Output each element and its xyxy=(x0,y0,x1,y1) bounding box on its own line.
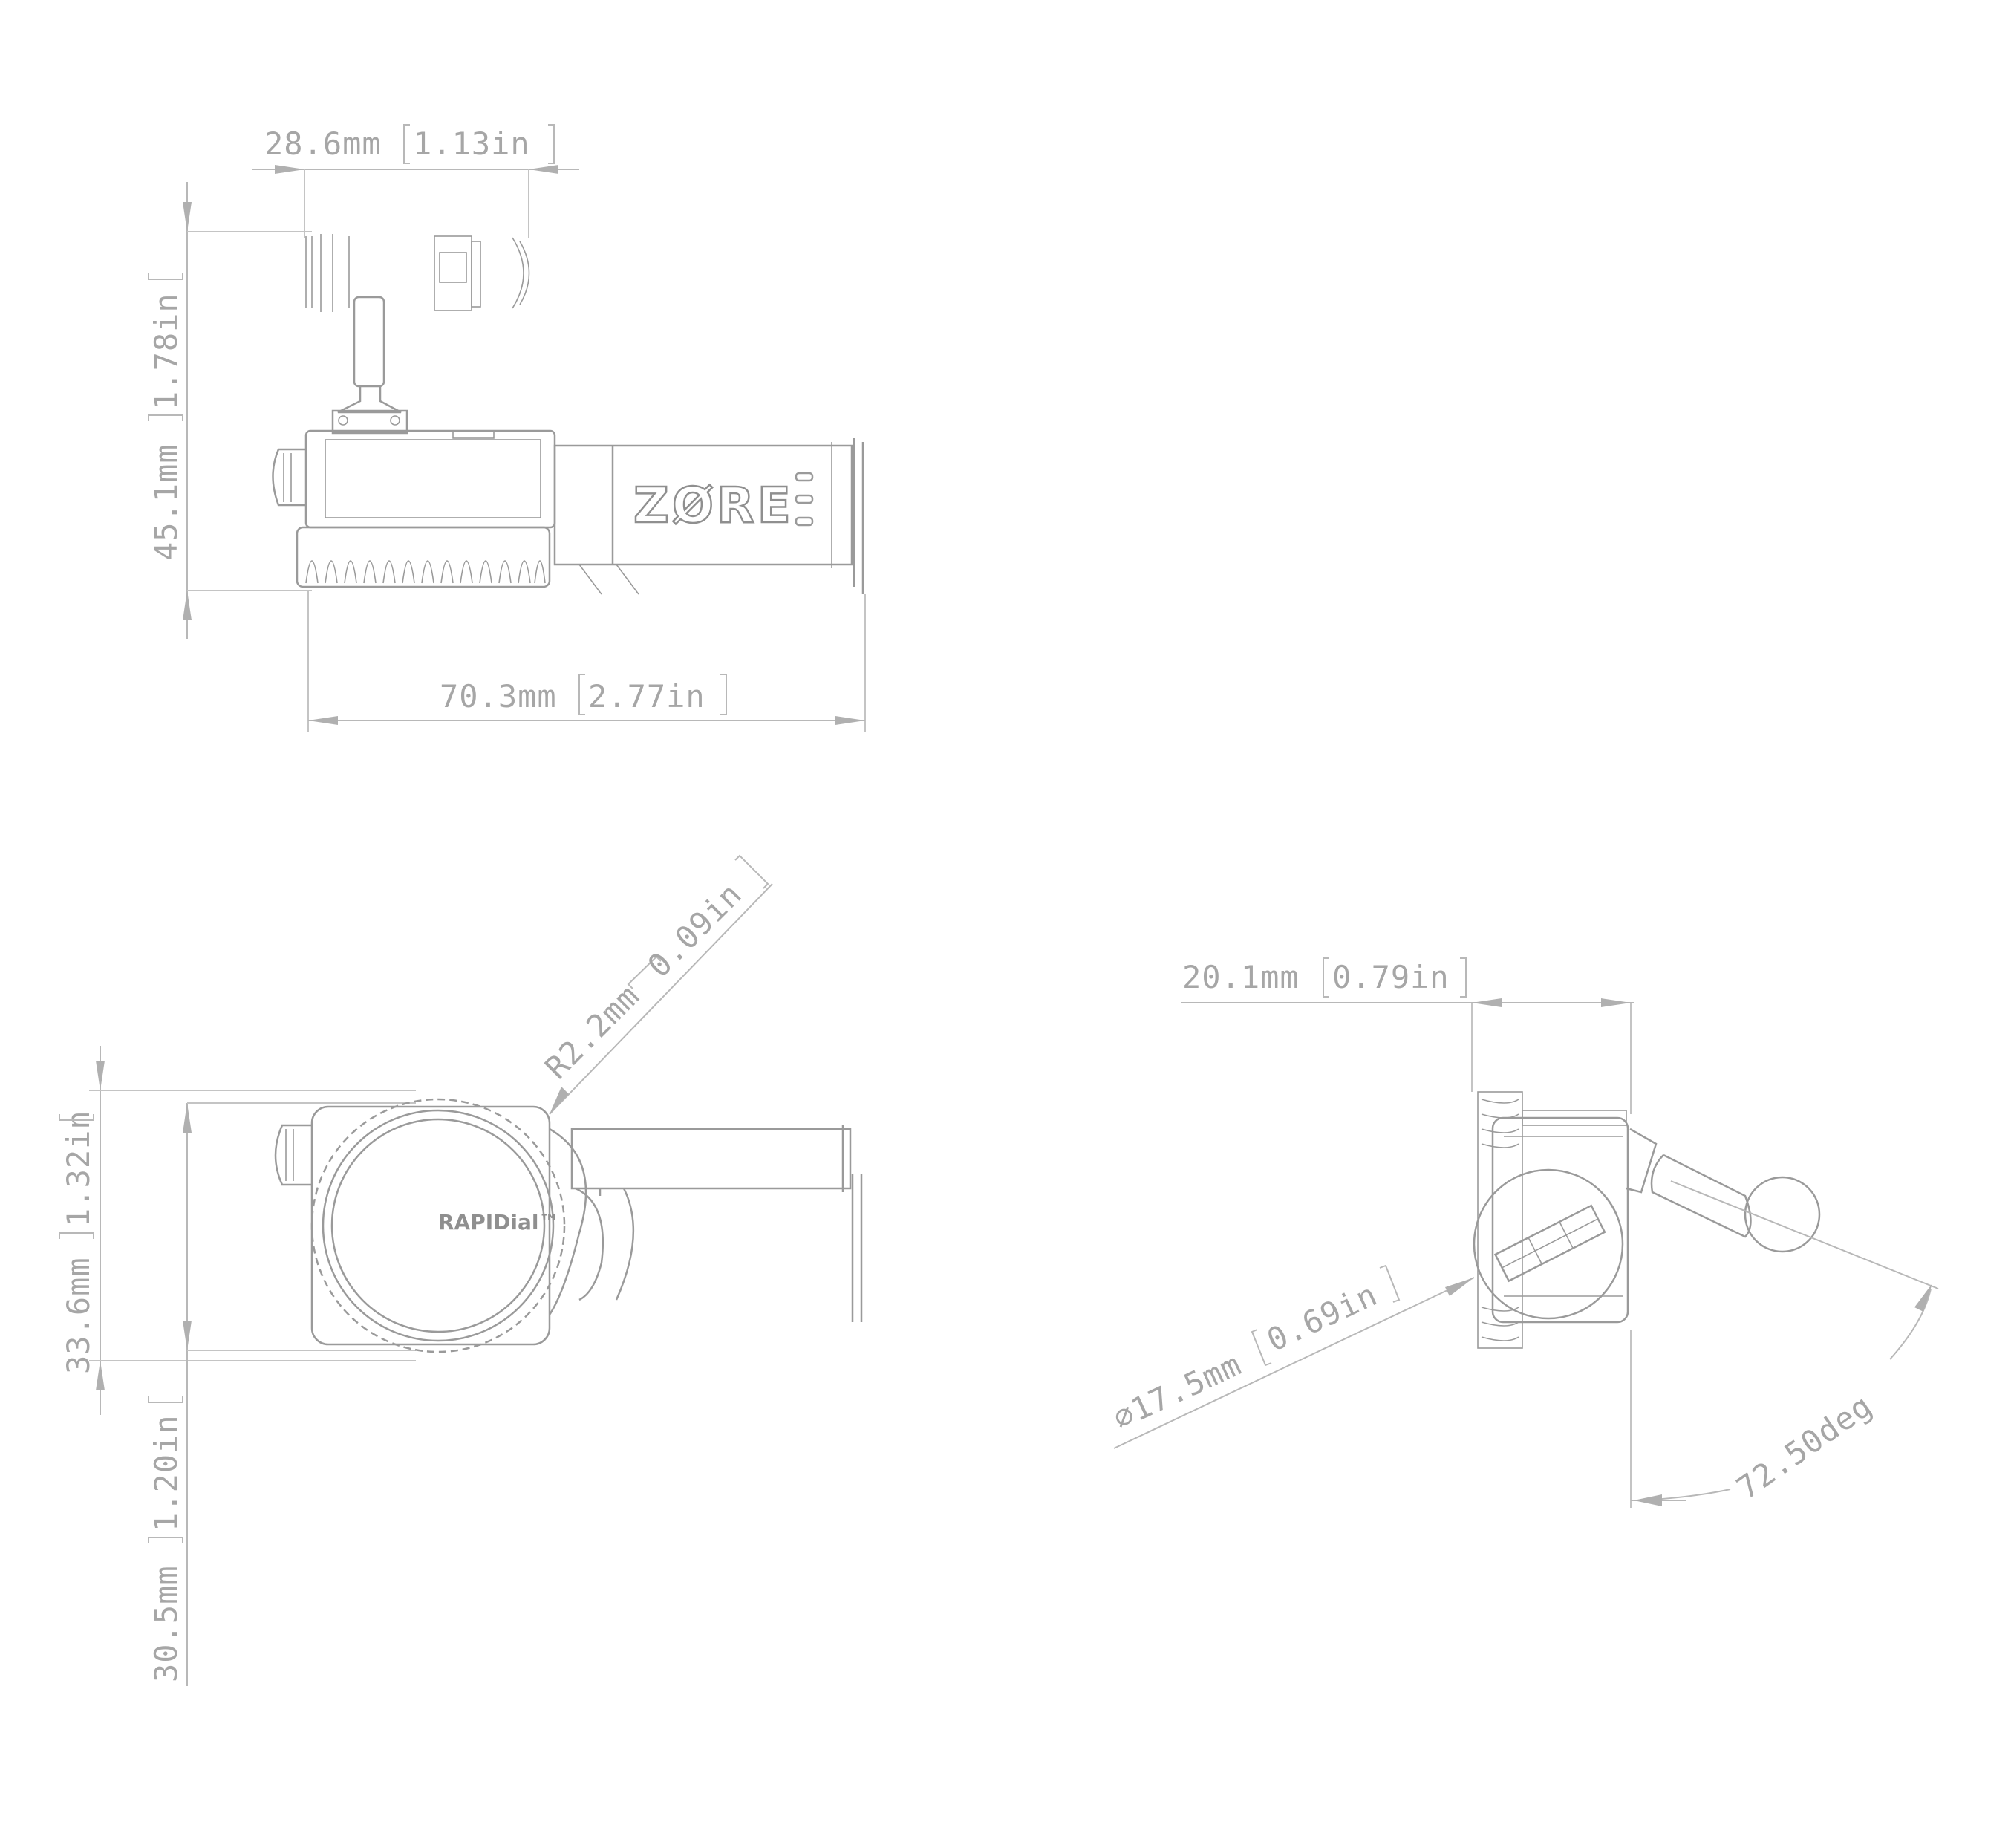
side-view: 28.6mm 1.13in 45.1mm 1.78in xyxy=(148,124,866,732)
side-height-dimension: 45.1mm 1.78in xyxy=(148,182,312,639)
bracket-open xyxy=(403,124,410,164)
side-width-mm: 28.6mm xyxy=(264,126,382,162)
top-view: R2.2mm 0.09in 33.6mm 1.32in 30.5mm xyxy=(59,854,863,1686)
bracket-close xyxy=(1379,1264,1401,1303)
end-view: 20.1mm 0.79in xyxy=(1108,957,1939,1508)
top-height-mm: 33.6mm xyxy=(60,1257,97,1374)
end-width-dimension: 20.1mm 0.79in xyxy=(1181,957,1634,1114)
bracket-open xyxy=(1323,957,1329,998)
side-length-in: 2.77in xyxy=(588,678,705,715)
bracket-close xyxy=(1460,957,1467,998)
gear-teeth xyxy=(305,560,546,584)
bracket-close xyxy=(148,273,183,280)
bracket-close xyxy=(548,124,555,164)
top-offset-in: 1.20in xyxy=(148,1414,184,1532)
end-width-mm: 20.1mm xyxy=(1182,959,1300,995)
end-angle: 72.50deg xyxy=(1730,1387,1879,1506)
bracket-open xyxy=(148,1537,183,1543)
side-height-mm: 45.1mm xyxy=(148,443,184,561)
top-body: RAPIDial™ xyxy=(274,1098,863,1353)
bracket-open xyxy=(627,955,662,989)
end-gear-teeth xyxy=(1481,1099,1519,1341)
bracket-close xyxy=(734,854,769,889)
end-body xyxy=(1473,1091,1939,1349)
top-brand: RAPIDial™ xyxy=(438,1210,560,1234)
bracket-close xyxy=(59,1114,94,1121)
top-radius-in: 0.09in xyxy=(640,876,749,984)
side-length-dimension: 70.3mm 2.77in xyxy=(307,590,866,732)
top-height-in: 1.32in xyxy=(60,1110,97,1227)
bracket-close xyxy=(148,1396,183,1403)
side-width-in: 1.13in xyxy=(413,126,530,162)
side-length-mm: 70.3mm xyxy=(440,678,557,715)
bracket-open xyxy=(1251,1329,1272,1367)
end-diameter-mm: ∅17.5mm xyxy=(1108,1346,1247,1437)
end-angle-dimension: 72.50deg xyxy=(1630,1283,1932,1508)
bracket-open xyxy=(578,674,585,715)
side-body: ZØRE xyxy=(272,234,864,595)
end-diameter-in: 0.69in xyxy=(1262,1276,1383,1359)
side-logo: ZØRE xyxy=(633,477,794,534)
top-height-dimension: 33.6mm 1.32in xyxy=(59,1046,416,1415)
top-offset-mm: 30.5mm xyxy=(148,1565,184,1682)
bracket-close xyxy=(720,674,727,715)
top-radius-dimension: R2.2mm 0.09in xyxy=(538,854,773,1115)
end-width-in: 0.79in xyxy=(1332,959,1450,995)
top-offset-dimension: 30.5mm 1.20in xyxy=(148,1102,416,1686)
bracket-open xyxy=(148,414,183,421)
side-width-dimension: 28.6mm 1.13in xyxy=(252,124,579,238)
side-height-in: 1.78in xyxy=(148,293,184,410)
end-diameter-dimension: ∅17.5mm 0.69in xyxy=(1108,1264,1475,1449)
bracket-open xyxy=(59,1232,94,1239)
